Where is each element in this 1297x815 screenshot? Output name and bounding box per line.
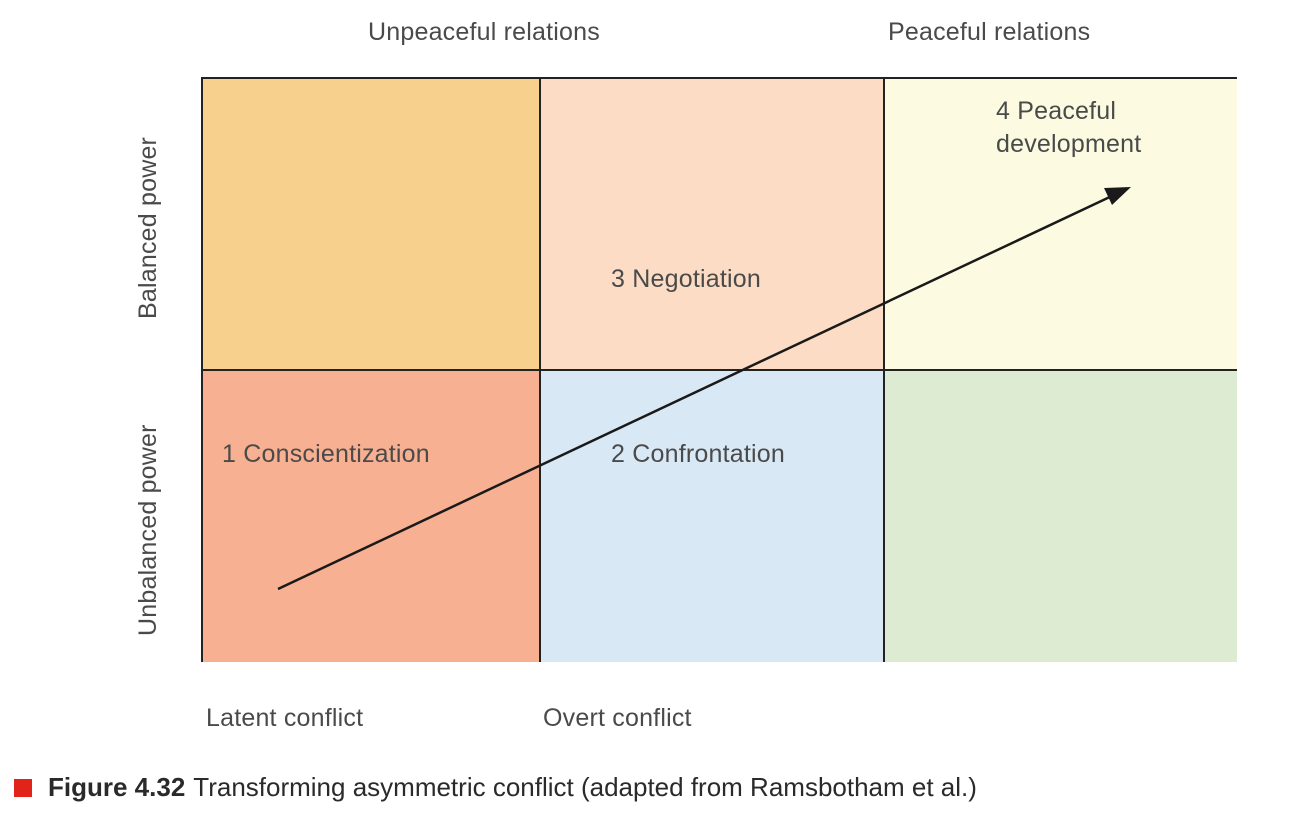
cell-negotiation: 3 Negotiation <box>540 79 884 370</box>
figure-number: Figure 4.32 <box>48 772 186 802</box>
grid-divider-horizontal <box>203 369 1237 371</box>
cell-label-peaceful-development-line2: development <box>996 130 1142 158</box>
figure-caption-text: Transforming asymmetric conflict (adapte… <box>193 772 977 802</box>
cell-label-conscientization: 1 Conscientization <box>222 440 430 468</box>
column-label-peaceful-relations: Peaceful relations <box>888 18 1091 46</box>
cell-confrontation: 2 Confrontation <box>540 370 884 662</box>
cell-conscientization: 1 Conscientization <box>203 370 540 662</box>
column-label-unpeaceful-relations: Unpeaceful relations <box>368 18 600 46</box>
conflict-matrix: 3 Negotiation 4 Peaceful development 1 C… <box>201 77 1237 662</box>
figure-caption: Figure 4.32 Transforming asymmetric conf… <box>14 772 977 803</box>
cell-unbalanced-peaceful <box>884 370 1237 662</box>
row-label-unbalanced-power: Unbalanced power <box>134 424 162 636</box>
cell-peaceful-development: 4 Peaceful development <box>884 79 1237 370</box>
caption-square-marker <box>14 778 32 797</box>
cell-label-negotiation: 3 Negotiation <box>611 265 761 293</box>
row-label-balanced-power: Balanced power <box>134 136 162 319</box>
cell-label-confrontation: 2 Confrontation <box>611 440 785 468</box>
cell-balanced-latent <box>203 79 540 370</box>
axis-label-latent-conflict: Latent conflict <box>206 704 364 732</box>
axis-label-overt-conflict: Overt conflict <box>543 704 692 732</box>
cell-label-peaceful-development-line1: 4 Peaceful <box>996 97 1117 125</box>
